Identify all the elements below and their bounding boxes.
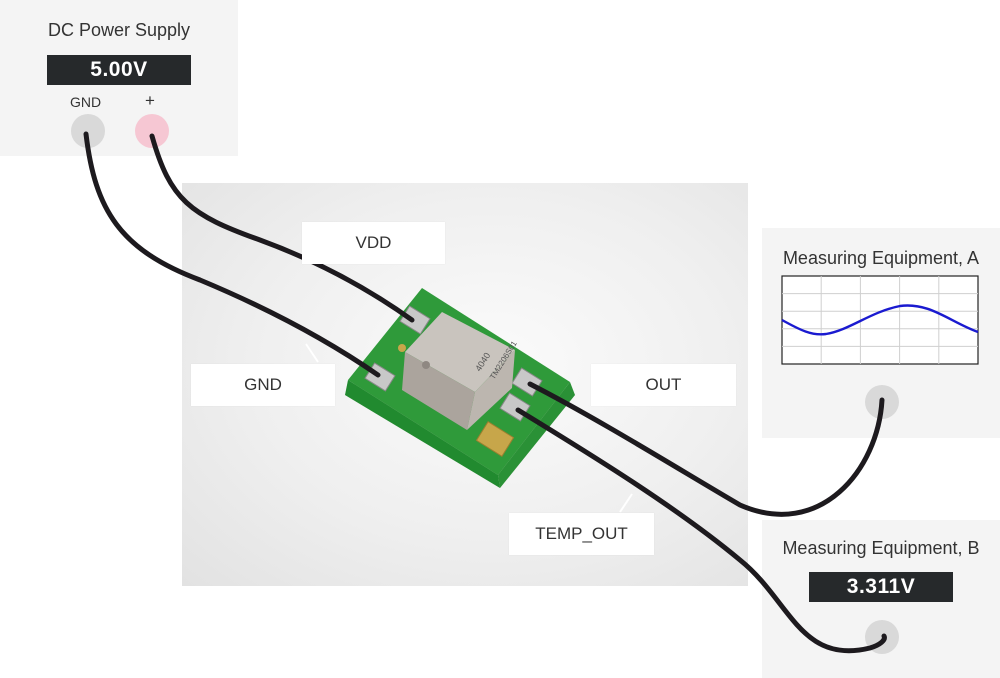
wire-temp-out	[515, 407, 887, 654]
pin-label-temp-out: TEMP_OUT	[509, 513, 654, 555]
equipment-b-title: Measuring Equipment, B	[782, 538, 980, 558]
equipment-b-readout: 3.311V	[809, 572, 953, 602]
pin-label-vdd: VDD	[302, 222, 445, 264]
wire-vdd	[149, 133, 415, 323]
wire-gnd	[83, 131, 381, 378]
wire-out	[527, 381, 885, 517]
waveform-trace	[781, 304, 979, 336]
plus-terminal-label: +	[145, 91, 155, 110]
equipment-a-title: Measuring Equipment, A	[782, 248, 980, 268]
power-supply-title: DC Power Supply	[47, 20, 191, 40]
power-supply-readout: 5.00V	[47, 55, 191, 85]
component-body: 4040 TM2206S01	[402, 312, 519, 430]
pin-label-out: OUT	[591, 364, 736, 406]
pin-label-gnd: GND	[191, 364, 335, 406]
gnd-terminal-label: GND	[70, 94, 102, 110]
oscilloscope-screen	[781, 275, 979, 365]
